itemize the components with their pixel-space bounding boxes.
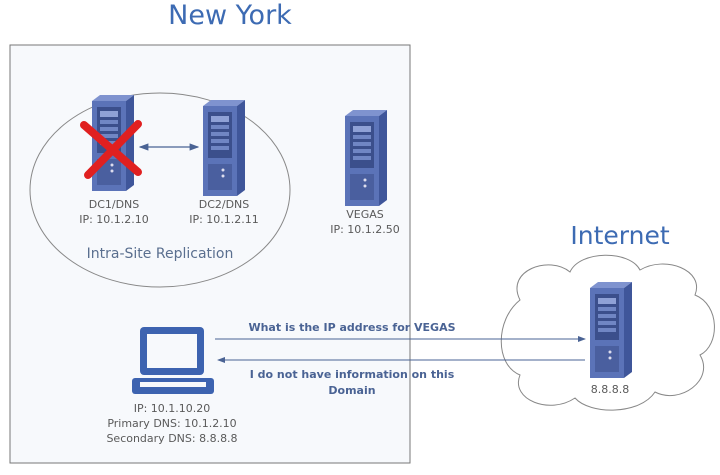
site-title: New York <box>168 0 292 31</box>
server-icon <box>203 100 245 196</box>
server-name: DC2/DNS <box>199 198 250 211</box>
client-ip: IP: 10.1.10.20 <box>134 402 211 415</box>
replication-ellipse <box>29 92 291 288</box>
server-name: DC1/DNS <box>89 198 140 211</box>
server-ip: IP: 10.1.2.11 <box>189 213 259 226</box>
internet-title: Internet <box>570 221 669 250</box>
server-ip: 8.8.8.8 <box>591 383 629 396</box>
server-icon <box>92 95 134 191</box>
server-public-dns[interactable]: 8.8.8.8 <box>590 282 632 396</box>
server-ip: IP: 10.1.2.10 <box>79 213 149 226</box>
replication-label: Intra-Site Replication <box>87 246 234 262</box>
failed-x-icon <box>80 120 142 179</box>
laptop-icon <box>132 327 214 394</box>
query-message: What is the IP address for VEGAS <box>248 321 455 334</box>
server-icon <box>590 282 632 378</box>
client-secondary-dns: Secondary DNS: 8.8.8.8 <box>106 432 237 445</box>
client-primary-dns: Primary DNS: 10.1.2.10 <box>107 417 236 430</box>
server-vegas[interactable]: VEGAS IP: 10.1.2.50 <box>330 110 400 236</box>
reply-message-line1: I do not have information on this <box>250 368 455 381</box>
reply-message-line2: Domain <box>328 384 375 397</box>
client-laptop[interactable]: IP: 10.1.10.20 Primary DNS: 10.1.2.10 Se… <box>106 327 238 445</box>
server-ip: IP: 10.1.2.50 <box>330 223 400 236</box>
server-dc2[interactable]: DC2/DNS IP: 10.1.2.11 <box>189 100 259 226</box>
server-dc1[interactable]: DC1/DNS IP: 10.1.2.10 <box>79 95 149 226</box>
server-icon <box>345 110 387 206</box>
server-name: VEGAS <box>346 208 384 221</box>
